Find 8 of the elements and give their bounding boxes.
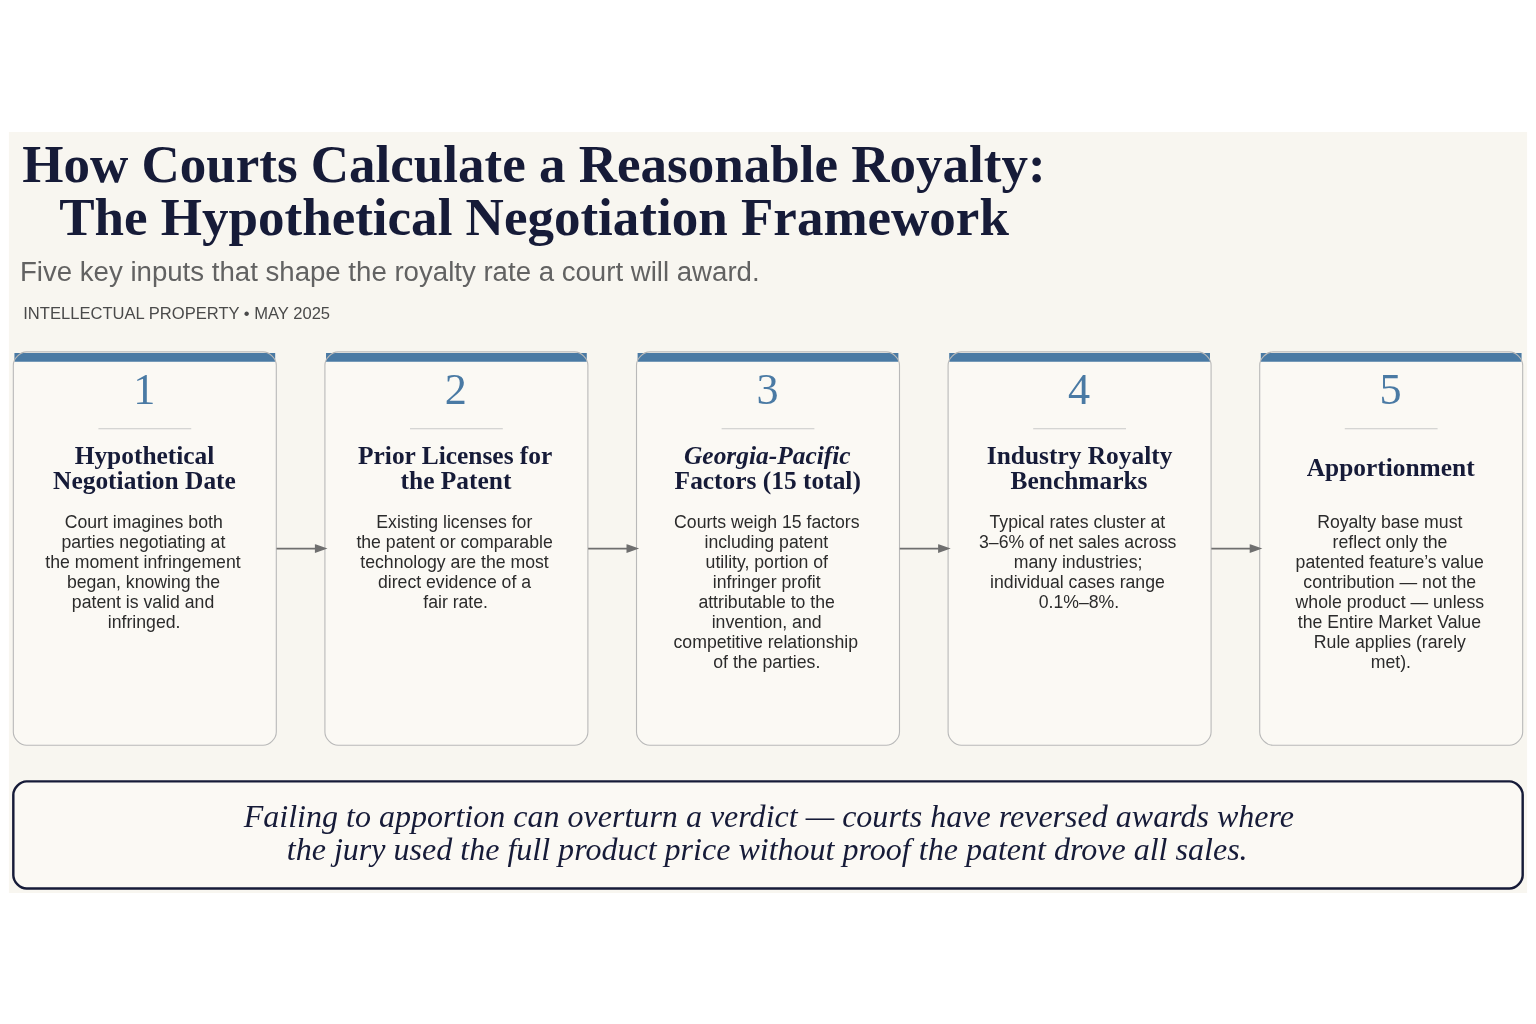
arrow [275,543,328,553]
node-box: Failing to apportion can overturn a verdict — courts have reversed awards where the jury used the full product price without proof the patent drove all sales. [12,779,1524,890]
label: Five key inputs that shape the royalty rate a court will award. [19,255,760,287]
diagram-title: How Courts Calculate a Reasonable Royalty: The Hypothetical Negotiation Framework [22,134,1046,246]
label: INTELLECTUAL PROPERTY • MAY 2025 [23,303,331,323]
arrow [898,543,951,553]
arrow [587,543,640,553]
arrow [1210,543,1263,553]
